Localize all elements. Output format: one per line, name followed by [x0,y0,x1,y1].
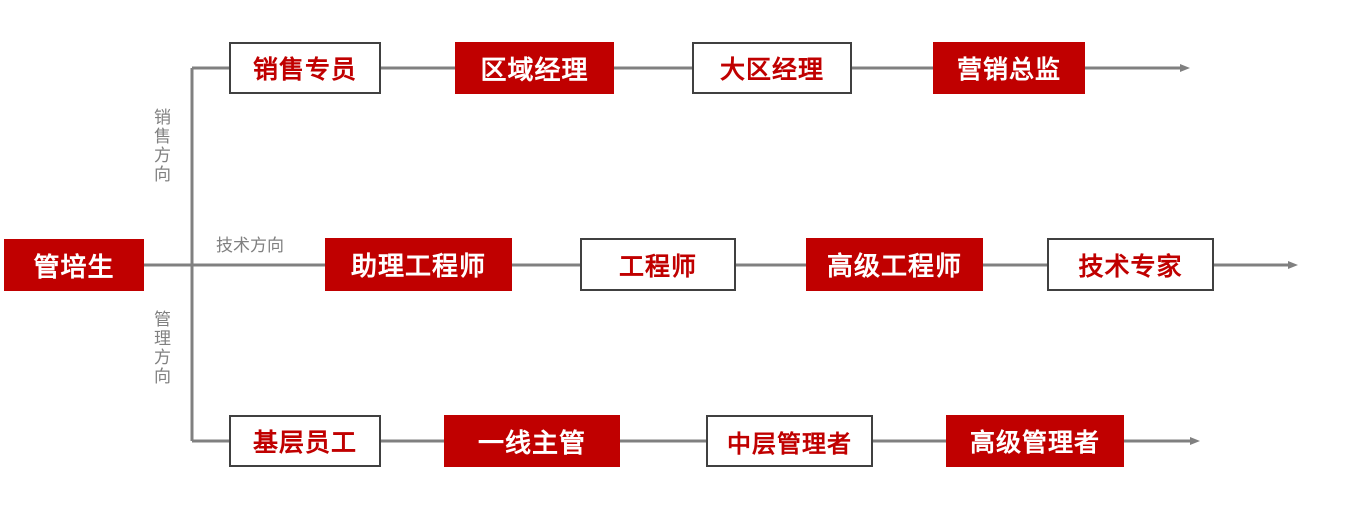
branch-label-text: 销售方向 [151,108,171,184]
branch-label-sales: 销售方向 [150,108,170,184]
node-label: 高级工程师 [826,251,962,281]
node-sales-0[interactable]: 销售专员 [229,42,381,94]
node-sales-2[interactable]: 大区经理 [692,42,852,94]
branch-label-tech: 技术方向 [216,236,284,256]
node-label: 营销总监 [956,56,1061,84]
node-label: 中层管理者 [727,430,852,458]
node-label: 助理工程师 [350,251,486,281]
node-label: 基层员工 [252,429,357,457]
node-manage-1[interactable]: 一线主管 [444,415,620,467]
node-tech-0[interactable]: 助理工程师 [325,238,512,291]
node-root-guanpeisheng[interactable]: 管培生 [4,239,144,291]
branch-label-manage: 管理方向 [150,310,170,386]
node-label: 区域经理 [480,54,589,85]
node-tech-1[interactable]: 工程师 [580,238,736,291]
node-label: 销售专员 [252,56,357,84]
node-sales-3[interactable]: 营销总监 [933,42,1085,94]
node-tech-3[interactable]: 技术专家 [1047,238,1214,291]
node-label: 大区经理 [719,56,824,84]
node-manage-2[interactable]: 中层管理者 [706,415,873,467]
node-manage-3[interactable]: 高级管理者 [946,415,1124,467]
node-tech-2[interactable]: 高级工程师 [806,238,983,291]
branch-label-text: 管理方向 [151,310,171,386]
node-sales-1[interactable]: 区域经理 [455,42,614,94]
node-label: 高级管理者 [969,429,1100,457]
branch-label-text: 技术方向 [216,236,284,255]
node-label: 技术专家 [1078,252,1183,281]
node-label: 管培生 [33,251,115,282]
node-manage-0[interactable]: 基层员工 [229,415,381,467]
node-label: 一线主管 [477,427,586,458]
node-label: 工程师 [618,252,697,281]
